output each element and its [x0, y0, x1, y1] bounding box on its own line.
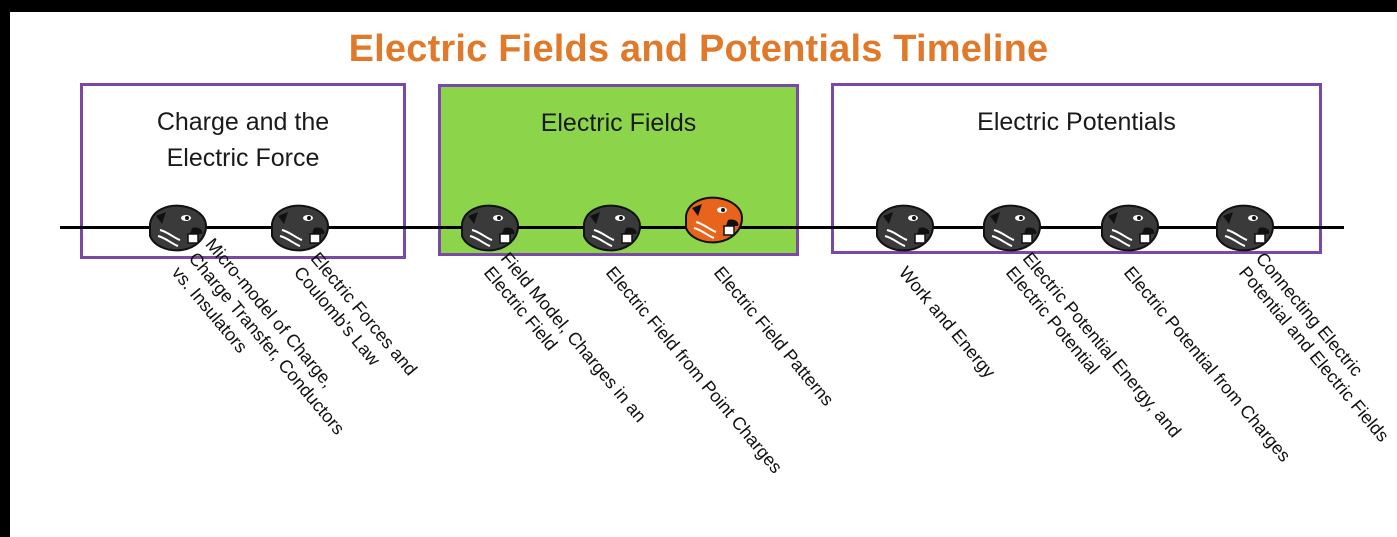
beaver-marker-icon [268, 202, 332, 254]
beaver-marker-icon [1098, 202, 1162, 254]
beaver-marker-icon [1213, 202, 1277, 254]
section-charge-electric-force: Charge and the Electric Force [80, 83, 406, 259]
beaver-marker-icon [980, 202, 1044, 254]
beaver-current-icon [682, 194, 758, 250]
timeline-title: Electric Fields and Potentials Timeline [348, 28, 1049, 70]
beaver-marker-icon [146, 202, 210, 254]
section-label: Charge and the Electric Force [156, 108, 330, 172]
beaver-marker-icon [458, 202, 522, 254]
section-electric-potentials: Electric Potentials [831, 83, 1322, 254]
section-label: Electric Potentials [977, 108, 1176, 136]
beaver-marker-icon [873, 202, 937, 254]
section-label: Electric Fields [540, 109, 697, 137]
beaver-marker-icon [580, 202, 644, 254]
